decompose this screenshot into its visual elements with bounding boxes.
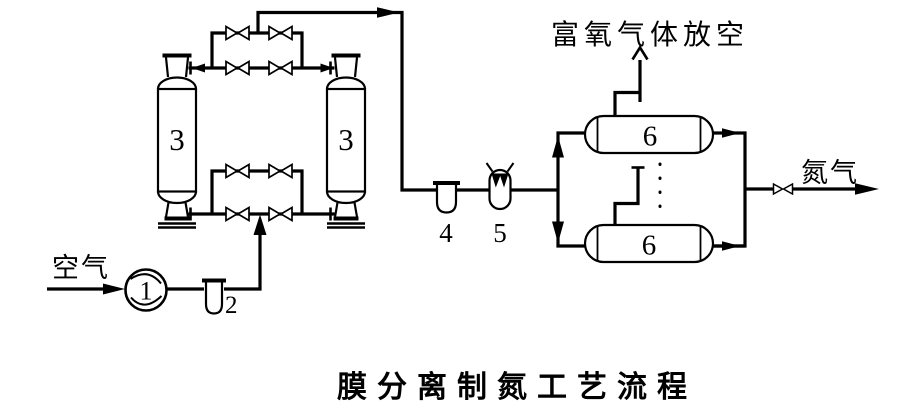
arrow-splitter-down-icon <box>552 221 564 243</box>
membrane-module-bottom: 6 <box>583 223 715 264</box>
arrow-into-right-tower-icon <box>320 63 334 73</box>
heater-whiskers-icon <box>485 162 515 173</box>
inlet-filter: 2 <box>202 278 238 319</box>
valve-top-line-left-icon <box>225 60 250 76</box>
valve-nitrogen-icon <box>772 182 794 196</box>
compressor: 1 <box>124 268 168 312</box>
tower-right-label: 3 <box>338 122 354 157</box>
tower-right-dome-top <box>325 76 367 90</box>
valve-bottom-line-right-icon <box>268 206 293 222</box>
pipe-module-splitter <box>556 131 585 248</box>
flow-arrows <box>103 7 879 295</box>
tower-left-label: 3 <box>169 122 185 157</box>
valve-top-loop-right-icon <box>268 25 293 41</box>
tower-left-dome-top <box>156 76 198 90</box>
tower-left-base-lines <box>158 222 196 229</box>
arrow-product-top-icon <box>377 7 399 18</box>
tower-right-flange-bottom <box>333 216 359 221</box>
tower-left-flange-bottom <box>164 216 190 221</box>
tower-left-flange-top <box>162 53 192 58</box>
adsorption-tower-left: 3 <box>156 53 198 229</box>
tower-right-dome-bottom <box>325 191 367 205</box>
tower-right-base-lines <box>327 222 365 229</box>
arrow-air-feed-icon <box>103 283 125 295</box>
adsorption-tower-right: 3 <box>325 53 367 229</box>
line-filter-body <box>435 185 458 214</box>
arrow-nitrogen-out-icon <box>855 183 879 195</box>
tower-right-neck-bottom <box>333 202 359 218</box>
membrane-module-top-label: 6 <box>643 121 658 153</box>
tower-right-flange-top <box>331 53 361 58</box>
valve-bottom-line-left-icon <box>225 206 250 222</box>
inlet-filter-label: 2 <box>225 292 238 319</box>
nitrogen-outlet-label: 氮气 <box>801 158 859 188</box>
membrane-module-bottom-cap-lines <box>596 225 702 262</box>
arrow-into-left-tower-icon <box>192 63 205 73</box>
valves <box>225 25 794 222</box>
membrane-module-top-body <box>583 114 715 155</box>
line-filter: 4 <box>433 181 460 248</box>
tower-left-neck-bottom <box>164 202 190 218</box>
compressor-blade-top-icon <box>129 273 162 285</box>
line-filter-label: 4 <box>439 218 453 248</box>
pipe-module-collector <box>712 131 747 248</box>
membrane-module-bottom-label: 6 <box>642 230 657 262</box>
air-inlet-label: 空气 <box>52 253 110 283</box>
arrow-feed-riser-up-icon <box>253 214 267 235</box>
diagram-title: 膜分离制氮工艺流程 <box>337 371 697 404</box>
tower-right-neck-top <box>333 57 359 78</box>
tower-left-neck-top <box>164 57 190 78</box>
nozzle-ticks <box>189 61 332 221</box>
compressor-blade-bottom-icon <box>130 295 163 306</box>
tower-right-body <box>325 87 367 193</box>
membrane-module-top-cap-lines <box>596 116 702 153</box>
valve-bottom-loop-right-icon <box>268 163 293 179</box>
pipe-vent-port <box>613 60 642 117</box>
vent-open-arrow-icon <box>631 45 649 61</box>
heater-element-icon <box>491 173 509 188</box>
arrow-splitter-up-icon <box>552 136 564 158</box>
valve-top-loop-left-icon <box>225 25 250 41</box>
arrow-module-bottom-out-icon <box>722 241 740 251</box>
tower-left-body <box>156 87 198 193</box>
pipe-bottom-manifold-loop <box>210 169 304 214</box>
valve-bottom-loop-left-icon <box>225 163 250 179</box>
arrow-module-top-out-icon <box>722 128 740 138</box>
pipe-product-line <box>256 10 437 192</box>
tower-left-dome-bottom <box>156 191 198 205</box>
heater: 5 <box>485 162 515 248</box>
pipe-bottom-module-vent <box>613 167 640 226</box>
pipe-feed-riser <box>224 233 262 291</box>
heater-label: 5 <box>493 218 507 248</box>
membrane-module-bottom-body <box>583 223 715 264</box>
vent-label: 富氧气体放空 <box>551 19 749 51</box>
inlet-filter-body <box>204 282 224 315</box>
compressor-label: 1 <box>140 277 153 306</box>
valve-top-line-right-icon <box>268 60 293 76</box>
membrane-module-top: 6 <box>583 114 715 155</box>
